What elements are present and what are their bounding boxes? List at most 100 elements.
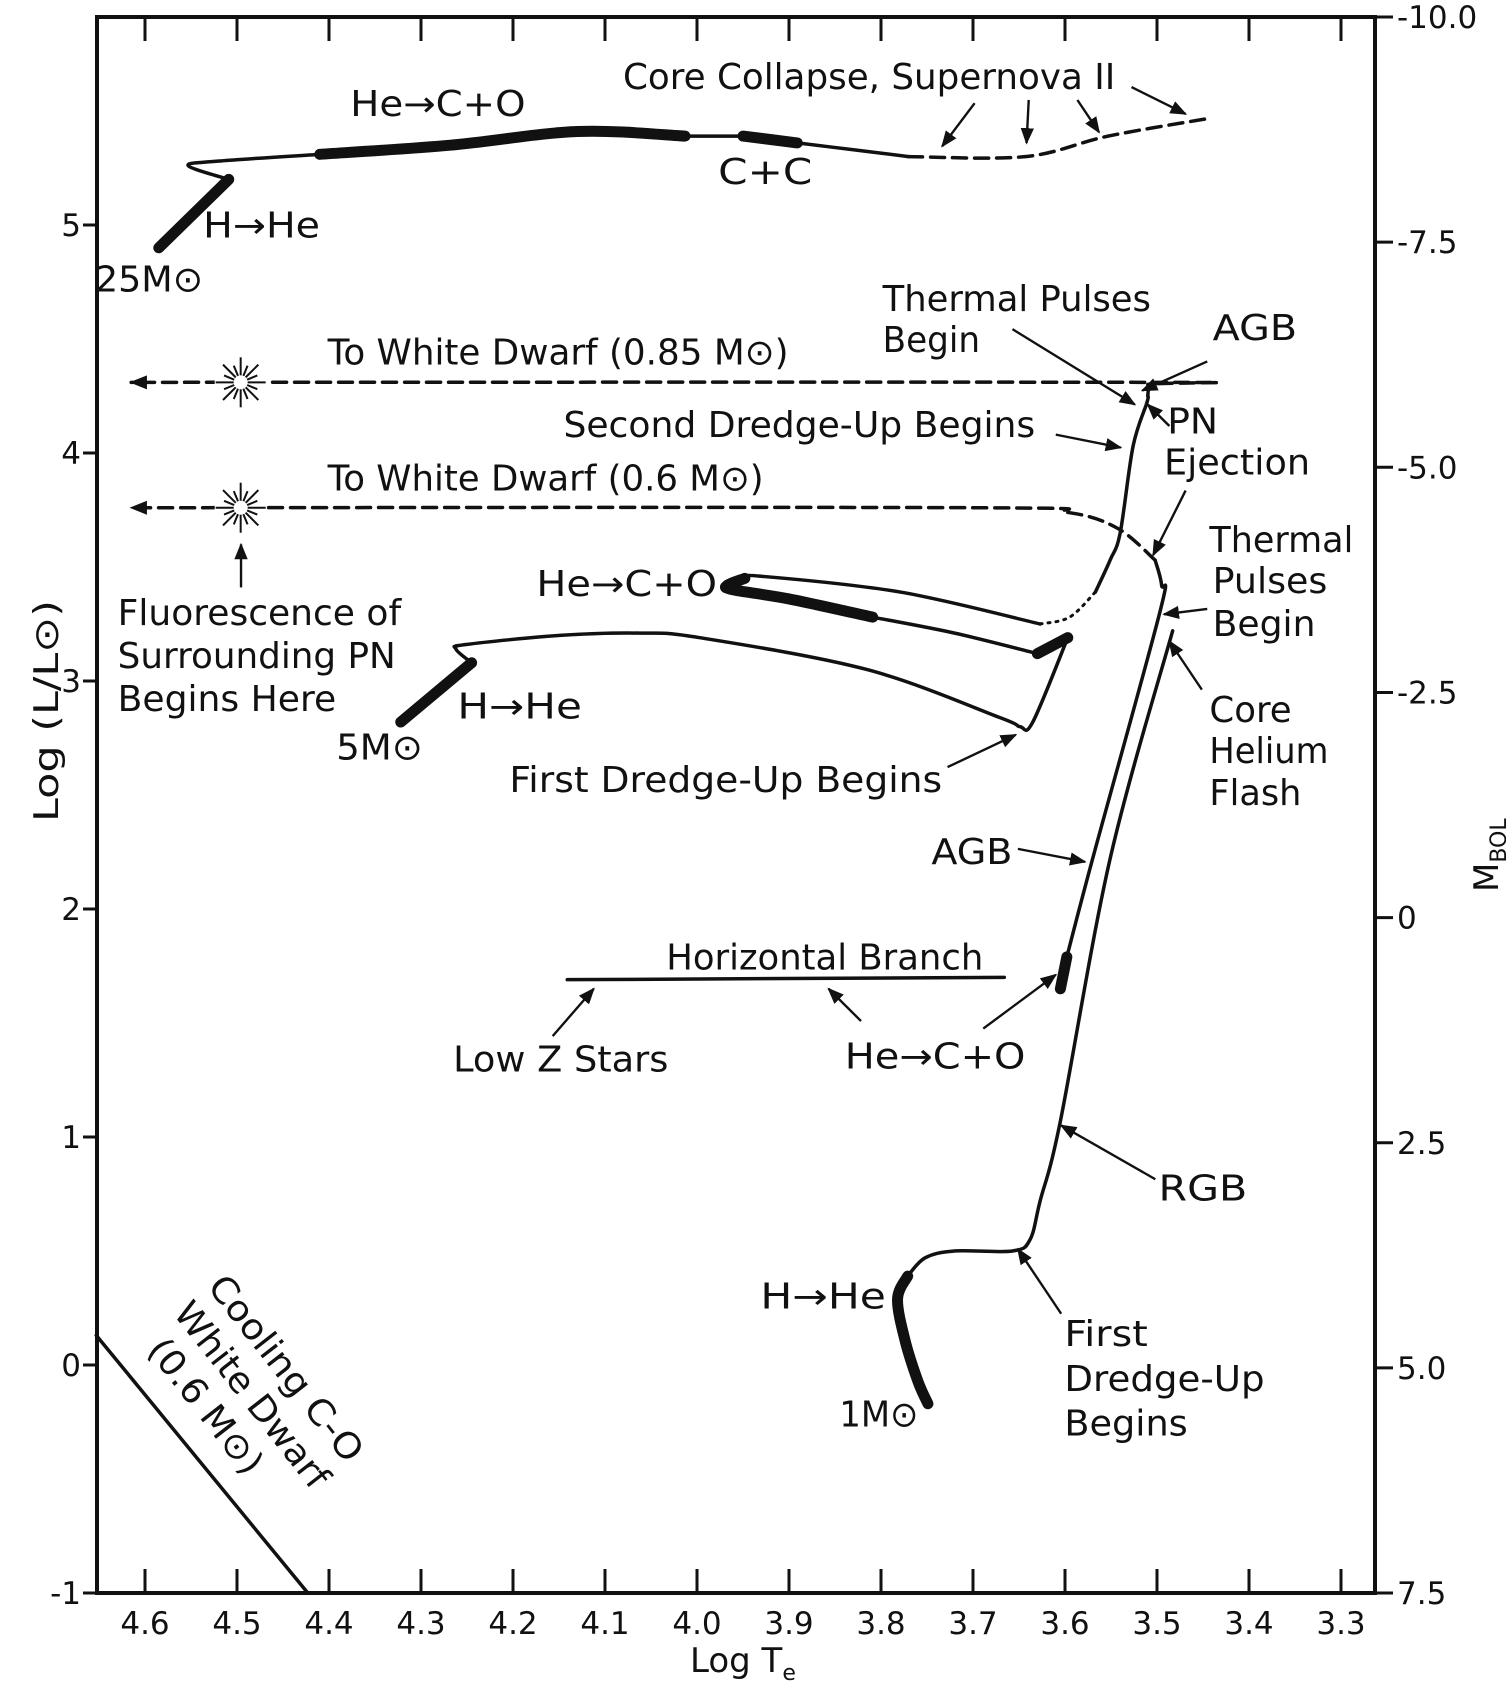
x-tick-label: 4.4: [304, 1606, 353, 1642]
starburst-ray: [222, 489, 237, 504]
pointer-arrow: [1076, 99, 1101, 134]
white-dwarf-label: Cooling C-O White Dwarf (0.6 M⊙): [139, 1267, 372, 1498]
starburst-ray: [246, 509, 258, 516]
y2-tick-label: -10.0: [1397, 0, 1477, 36]
y-tick-label: 0: [61, 1348, 81, 1384]
track-segment-thick: [153, 173, 235, 254]
plot-frame: [95, 15, 1377, 1595]
x-tick-label: 4.5: [212, 1606, 261, 1642]
label-thermal-pulses-right-2: Pulses: [1213, 561, 1328, 602]
track-segment-dashed: [129, 500, 1157, 562]
label-to-white-dwarf-06: To White Dwarf (0.6 M⊙): [327, 459, 764, 500]
track-segment-dashed: [906, 116, 1214, 160]
label-pn-ejection-1: PN: [1167, 402, 1218, 443]
y-tick-label: 4: [61, 436, 81, 472]
x-tick-label: 3.8: [856, 1606, 905, 1642]
pointer-arrow: [1168, 639, 1203, 691]
label-thermal-pulses-right-3: Begin: [1213, 604, 1316, 645]
starburst-icon: [214, 481, 267, 534]
label-fluorescence-3: Begins Here: [118, 679, 337, 720]
starburst-ray: [244, 489, 260, 504]
label-first-dredge-up-1-1: First: [1064, 1314, 1147, 1355]
x-tick-label: 4.2: [488, 1606, 537, 1642]
y-tick-label: 2: [61, 892, 81, 928]
y-axis-title: Log (L/L⊙): [27, 600, 67, 822]
label-first-dredge-up-1-2: Dredge-Up: [1064, 1359, 1264, 1400]
track-segment-thick: [314, 125, 691, 160]
label-core-helium-flash-1: Core: [1209, 690, 1291, 731]
y2-tick-label: -2.5: [1397, 675, 1458, 711]
y2-tick-label: 7.5: [1397, 1576, 1446, 1612]
label-core-helium-flash-2: Helium: [1209, 731, 1328, 772]
track-segment-thick: [1031, 632, 1074, 660]
track-segment-dotted: [1038, 590, 1097, 626]
label-hhe-1: H→He: [760, 1276, 886, 1317]
track-segment-thick: [737, 130, 803, 149]
starburst-ray: [244, 511, 260, 527]
y2-tick-label: -5.0: [1397, 450, 1458, 486]
track-segment-dashed: [129, 375, 1219, 398]
label-horizontal-branch: Horizontal Branch: [666, 937, 983, 978]
label-mass-25: 25M⊙: [95, 260, 203, 301]
label-thermal-pulses-top-1: Thermal Pulses: [882, 279, 1151, 320]
pointer-arrow: [1059, 1124, 1156, 1181]
starburst-ray: [232, 513, 239, 525]
pointer-arrow: [1140, 360, 1208, 392]
starburst-ray: [242, 513, 249, 525]
starburst-ray: [222, 511, 237, 527]
y2-axis-title-sub: BOL: [1487, 818, 1506, 863]
pointer-arrow: [1017, 847, 1087, 866]
x-tick-label: 3.4: [1224, 1606, 1273, 1642]
track-segment-thin: [795, 141, 911, 159]
label-hhe-5: H→He: [457, 687, 581, 728]
x-tick-label: 4.0: [672, 1606, 721, 1642]
starburst-ray: [246, 384, 258, 391]
label-core-collapse: Core Collapse, Supernova II: [623, 57, 1115, 98]
starburst-ray: [242, 388, 249, 400]
starburst-ray: [223, 384, 235, 391]
y-tick-label: 3: [61, 664, 81, 700]
label-first-dredge-up-1-3: Begins: [1064, 1403, 1187, 1444]
label-mass-1: 1M⊙: [839, 1395, 918, 1436]
label-first-dredge-up-5: First Dredge-Up Begins: [509, 760, 942, 801]
starburst-ray: [246, 374, 258, 381]
starburst-ray: [223, 374, 235, 381]
x-tick-label: 3.5: [1132, 1606, 1181, 1642]
pointer-arrow: [551, 987, 595, 1037]
annotation-arrows: [234, 86, 1208, 1315]
y-tick-label: -1: [50, 1576, 81, 1612]
track-segment-thick: [720, 572, 879, 623]
label-to-white-dwarf-085: To White Dwarf (0.85 M⊙): [327, 333, 789, 374]
starburst-ray: [222, 363, 237, 379]
y2-axis-title: MBOL: [1467, 818, 1506, 892]
pointer-arrow: [982, 973, 1058, 1030]
y2-tick-label: 5.0: [1397, 1351, 1446, 1387]
track-segment-thick: [1054, 951, 1073, 995]
pointer-arrow: [941, 102, 976, 148]
track-segment-thin: [186, 152, 322, 182]
label-rgb: RGB: [1159, 1169, 1248, 1210]
label-agb-top: AGB: [1213, 308, 1297, 349]
x-axis-title-main: Log T: [690, 1641, 783, 1681]
label-he-co-hb: He→C+O: [845, 1036, 1026, 1077]
starburst-ray: [244, 386, 260, 401]
track-1-msun: [129, 500, 1175, 1410]
pointer-arrow: [1146, 403, 1171, 427]
x-tick-label: 3.7: [948, 1606, 997, 1642]
starburst-ray: [222, 386, 237, 401]
track-segment-thick: [892, 1270, 934, 1410]
pointer-arrow: [1055, 433, 1123, 452]
x-tick-label: 4.1: [580, 1606, 629, 1642]
label-low-z-stars: Low Z Stars: [453, 1040, 668, 1081]
y-tick-label: 1: [61, 1120, 81, 1156]
starburst-ray: [242, 365, 249, 377]
x-tick-label: 3.9: [764, 1606, 813, 1642]
evolution-tracks: [94, 116, 1219, 1595]
label-he-co-5: He→C+O: [536, 564, 717, 605]
label-hhe-25: H→He: [203, 206, 320, 247]
track-horizontal-branch: [565, 975, 1007, 982]
starburst-ray: [232, 490, 239, 502]
starburst-ray: [232, 365, 239, 377]
label-thermal-pulses-right-1: Thermal: [1208, 520, 1353, 561]
